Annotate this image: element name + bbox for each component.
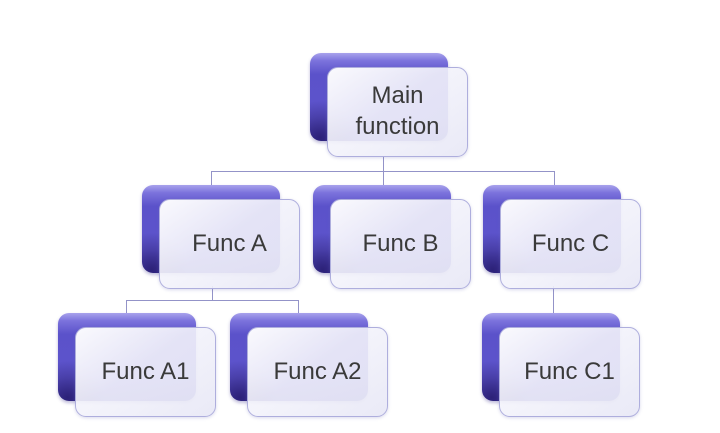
node-card: Func B — [330, 199, 471, 289]
node-label: Func B — [362, 229, 439, 257]
connector-drop-func-a — [211, 171, 212, 185]
connector-func-a-stem — [212, 286, 213, 300]
node-main-function[interactable]: Main function — [310, 53, 468, 157]
node-func-a2[interactable]: Func A2 — [230, 313, 388, 417]
node-card: Func C1 — [499, 327, 640, 417]
node-func-c[interactable]: Func C — [483, 185, 641, 289]
connector-main-stem — [383, 156, 384, 172]
node-card: Func A — [159, 199, 300, 289]
connector-level3-bus — [126, 300, 299, 301]
node-card: Main function — [327, 67, 468, 157]
node-card: Func A2 — [247, 327, 388, 417]
node-label: Main function — [355, 82, 440, 140]
node-func-a1[interactable]: Func A1 — [58, 313, 216, 417]
node-label: Func C — [531, 229, 610, 257]
node-card: Func C — [500, 199, 641, 289]
node-func-c1[interactable]: Func C1 — [482, 313, 640, 417]
node-label: Func A1 — [101, 357, 190, 385]
node-label: Func C1 — [524, 357, 615, 385]
connector-drop-func-b — [383, 171, 384, 185]
node-card: Func A1 — [75, 327, 216, 417]
connector-drop-func-c — [554, 171, 555, 185]
node-func-a[interactable]: Func A — [142, 185, 300, 289]
node-label: Func A2 — [273, 357, 362, 385]
node-label: Func A — [192, 229, 267, 257]
connector-drop-func-a2 — [298, 300, 299, 313]
connector-drop-func-a1 — [126, 300, 127, 313]
node-func-b[interactable]: Func B — [313, 185, 471, 289]
connector-func-c-to-c1 — [553, 286, 554, 313]
